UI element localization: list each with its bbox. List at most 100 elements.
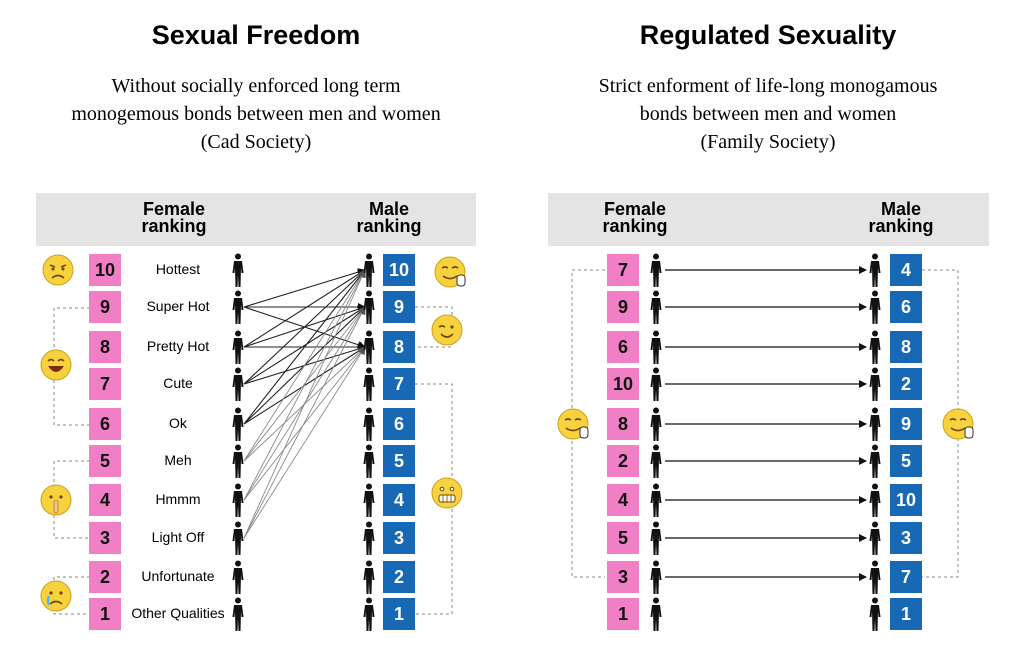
connection-arrow [243, 346, 366, 539]
right-male-bracket [922, 269, 959, 578]
male-rank-box: 5 [383, 445, 415, 477]
female-rank-label: Other Qualities [131, 605, 225, 621]
right-subtitle-line: Strict enforment of life-long monogamous [598, 75, 938, 97]
female-rank-box: 10 [607, 368, 639, 400]
connection-arrow [243, 268, 366, 308]
person-icon [869, 407, 881, 441]
person-icon [650, 407, 662, 441]
person-icon [363, 253, 375, 287]
female-rank-box: 7 [89, 368, 121, 400]
person-icon [363, 560, 375, 594]
angry-emoji [42, 254, 74, 286]
person-icon [232, 560, 244, 594]
left-subtitle-line: Without socially enforced long term [111, 75, 401, 97]
right-subtitle: Strict enforment of life-long monogamous… [512, 72, 1024, 156]
female-rank-label: Cute [163, 375, 193, 391]
female-rank-box: 5 [89, 445, 121, 477]
female-rank-label: Super Hot [146, 298, 210, 314]
person-icon [232, 407, 244, 441]
thumbs-emoji [557, 408, 589, 440]
person-icon [869, 290, 881, 324]
right-male-header: Male ranking [868, 199, 934, 236]
male-rank-box: 6 [383, 408, 415, 440]
left-panel: Sexual Freedom Without socially enforced… [71, 20, 441, 153]
shush-emoji [40, 484, 72, 516]
female-rank-label: Light Off [151, 529, 205, 545]
male-rank-box: 2 [890, 368, 922, 400]
female-rank-box: 5 [607, 522, 639, 554]
female-rank-box: 1 [89, 598, 121, 630]
right-header-bar [548, 193, 989, 246]
left-header-bar [36, 193, 476, 246]
person-icon [650, 330, 662, 364]
male-rank-box: 7 [890, 561, 922, 593]
person-icon [232, 290, 244, 324]
male-rank-box: 4 [383, 484, 415, 516]
female-rank-label: Hmmm [155, 491, 201, 507]
male-rank-box: 1 [383, 598, 415, 630]
female-rank-box: 3 [607, 561, 639, 593]
connection-arrow [243, 269, 366, 501]
female-rank-box: 8 [89, 331, 121, 363]
female-rank-box: 2 [89, 561, 121, 593]
connection-arrow [243, 306, 366, 539]
person-icon [869, 444, 881, 478]
female-rank-box: 1 [607, 598, 639, 630]
person-icon [650, 483, 662, 517]
female-rank-box: 4 [607, 484, 639, 516]
female-rank-label: Meh [164, 452, 192, 468]
female-rank-box: 10 [89, 254, 121, 286]
male-rank-box: 3 [383, 522, 415, 554]
left-subtitle-line: monogemous bonds between men and women [71, 103, 441, 125]
person-icon [232, 367, 244, 401]
crying-emoji [40, 580, 72, 612]
connection-arrow [243, 269, 366, 348]
person-icon [232, 253, 244, 287]
left-bracket-high [53, 307, 90, 426]
connection-arrow [243, 269, 366, 425]
male-rank-box: 2 [383, 561, 415, 593]
male-rank-box: 9 [383, 291, 415, 323]
right-panel: Regulated Sexuality Strict enforment of … [512, 0, 1024, 662]
left-female-header: Female ranking [141, 199, 207, 236]
person-icon [363, 330, 375, 364]
male-rank-box: 8 [383, 331, 415, 363]
right-subtitle-line: bonds between men and women [639, 103, 897, 125]
female-rank-box: 2 [607, 445, 639, 477]
female-rank-label: Hottest [155, 261, 201, 277]
thumbs-emoji [942, 408, 974, 440]
person-icon [363, 483, 375, 517]
person-icon [363, 521, 375, 555]
person-icon [650, 597, 662, 631]
person-icon [869, 367, 881, 401]
connection-arrow [243, 306, 366, 385]
person-icon [869, 330, 881, 364]
person-icon [650, 253, 662, 287]
person-icon [650, 560, 662, 594]
male-rank-box: 8 [890, 331, 922, 363]
female-rank-box: 4 [89, 484, 121, 516]
female-rank-box: 6 [89, 408, 121, 440]
person-icon [869, 253, 881, 287]
right-title: Regulated Sexuality [639, 20, 897, 50]
person-icon [650, 367, 662, 401]
person-icon [869, 483, 881, 517]
female-rank-box: 6 [607, 331, 639, 363]
connection-arrow [243, 346, 366, 501]
connection-arrow [243, 269, 366, 462]
person-icon [232, 444, 244, 478]
female-rank-box: 9 [607, 291, 639, 323]
left-title: Sexual Freedom [151, 20, 361, 50]
person-icon [869, 597, 881, 631]
person-icon [232, 330, 244, 364]
male-rank-box: 1 [890, 598, 922, 630]
female-rank-box: 7 [607, 254, 639, 286]
female-rank-box: 3 [89, 522, 121, 554]
connection-arrow [243, 269, 366, 385]
wink-emoji [431, 314, 463, 346]
female-rank-label: Unfortunate [141, 568, 215, 584]
left-subtitle-line: (Cad Society) [200, 131, 312, 153]
male-rank-box: 6 [890, 291, 922, 323]
female-rank-box: 8 [607, 408, 639, 440]
laughing-emoji [40, 349, 72, 381]
